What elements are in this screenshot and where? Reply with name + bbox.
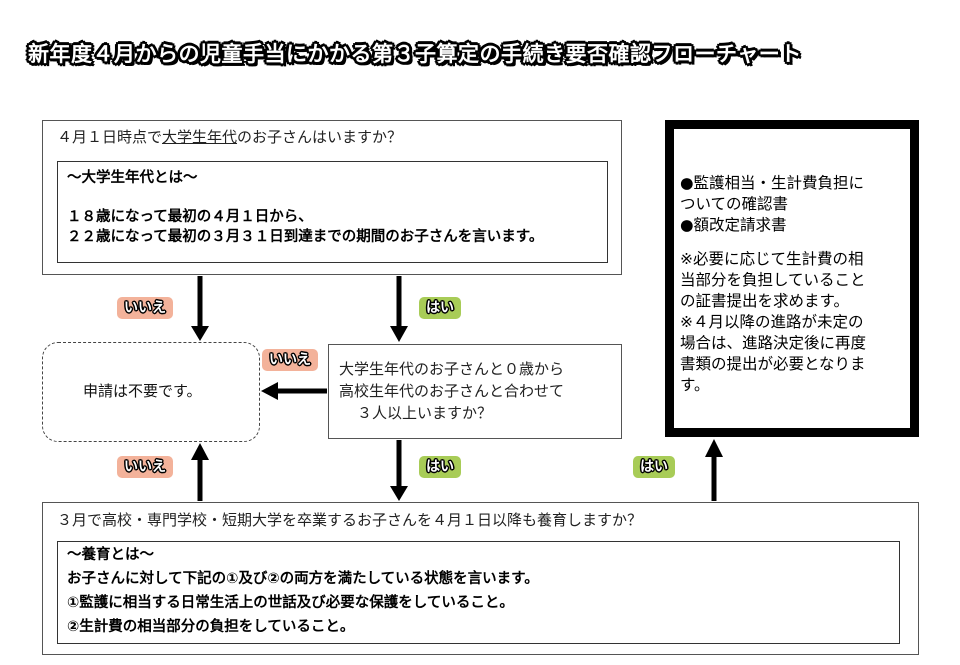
note-2-line4: す。	[680, 376, 710, 394]
page-title: 新年度４月からの児童手当にかかる第３子算定の手続き要否確認フローチャート	[28, 42, 802, 66]
badge-q3-yes: はい	[633, 456, 675, 478]
note-2-line2: 場合は、進路決定後に再度	[680, 334, 867, 352]
document-2: ●額改定請求書	[680, 216, 787, 234]
question-1-text-after: のお子さんはいますか？	[237, 128, 403, 146]
question-2-line2: 高校生年代のお子さんと合わせて	[339, 382, 565, 400]
question-1-box: ４月１日時点で大学生年代のお子さんはいますか？ ～大学生年代とは～ １８歳になっ…	[42, 120, 622, 275]
document-1-line1: ●監護相当・生計費負担に	[680, 174, 865, 192]
question-2-line3: ３人以上いますか？	[357, 404, 493, 422]
note-1-line1: ※必要に応じて生計費の相	[680, 250, 864, 268]
result-no-application-text: 申請は不要です。	[83, 382, 202, 400]
arrow-q2-no-head	[261, 382, 278, 400]
note-2-line1: ※４月以降の進路が未定の	[680, 313, 864, 331]
question-3-note-line2: ①監護に相当する日常生活上の世話及び必要な保護をしていること。	[67, 595, 514, 611]
arrow-q3-yes-head	[705, 439, 723, 457]
note-1-line2: 当部分を負担していること	[680, 271, 866, 289]
question-1-note-line2: ２２歳になって最初の３月３１日到達までの期間のお子さんを言います。	[67, 229, 544, 245]
result-no-application-box: 申請は不要です。	[42, 342, 260, 442]
question-3-note-line1: お子さんに対して下記の①及び②の両方を満たしている状態を言います。	[67, 571, 539, 587]
question-1-text: ４月１日時点で大学生年代のお子さんはいますか？	[57, 127, 402, 147]
question-3-note-line3: ②生計費の相当部分の負担をしていること。	[67, 619, 355, 635]
arrow-q1-yes-head	[390, 326, 408, 342]
arrow-q2-yes-head	[390, 486, 408, 501]
question-3-note-box	[57, 541, 900, 644]
badge-q2-no: いいえ	[262, 349, 318, 371]
question-2-box: 大学生年代のお子さんと０歳から 高校生年代のお子さんと合わせて ３人以上いますか…	[328, 344, 622, 439]
question-3-note-heading: ～養育とは～	[67, 547, 154, 563]
required-documents-box: ●監護相当・生計費負担に ついての確認書 ●額改定請求書 ※必要に応じて生計費の…	[665, 120, 919, 437]
note-1-line3: の証書提出を求めます。	[680, 292, 849, 310]
badge-q1-no: いいえ	[117, 297, 173, 319]
question-3-text: ３月で高校・専門学校・短期大学を卒業するお子さんを４月１日以降も養育しますか？	[57, 511, 643, 529]
question-3-box: ３月で高校・専門学校・短期大学を卒業するお子さんを４月１日以降も養育しますか？ …	[42, 502, 919, 655]
question-2-line1: 大学生年代のお子さんと０歳から	[339, 360, 565, 378]
badge-q3-no: いいえ	[117, 456, 173, 478]
badge-q1-yes: はい	[419, 297, 461, 319]
question-1-text-before: ４月１日時点で	[57, 128, 163, 146]
question-1-text-underlined: 大学生年代	[162, 128, 238, 146]
arrow-q3-no-head	[191, 443, 209, 460]
note-2-line3: 書類の提出が必要となりま	[680, 355, 866, 373]
question-1-note-box	[57, 161, 608, 263]
question-1-note-line1: １８歳になって最初の４月１日から、	[67, 209, 313, 225]
question-1-note-heading: ～大学生年代とは～	[67, 170, 198, 186]
arrow-q1-no-head	[191, 326, 209, 341]
badge-q2-yes: はい	[419, 456, 461, 478]
document-1-line2: ついての確認書	[680, 195, 789, 213]
